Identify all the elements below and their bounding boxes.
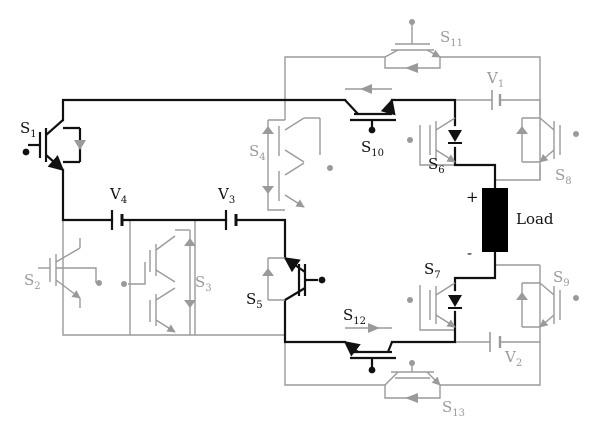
gate-dot-s6 (407, 137, 413, 143)
switch-s12 (343, 341, 396, 368)
gate-dot-s9 (573, 295, 579, 301)
source-v4 (110, 210, 124, 230)
switch-s13 (384, 365, 441, 386)
switch-s4 (278, 117, 321, 208)
switch-s8 (521, 117, 561, 163)
label-v3: V3 (217, 185, 235, 206)
diode-s11-icon (405, 63, 418, 73)
diode-s7-icon (448, 295, 462, 307)
switch-s11 (384, 25, 441, 58)
s2-gate-wire (56, 267, 97, 283)
gate-dot-s12 (368, 366, 376, 374)
label-s4: S4 (249, 142, 266, 163)
gate-dot-s2 (96, 280, 102, 286)
label-s12: S12 (343, 306, 366, 327)
switch-s1 (28, 119, 82, 172)
source-v2 (489, 332, 502, 352)
switch-s10 (344, 98, 396, 130)
label-s5: S5 (246, 290, 263, 311)
load-label: Load (516, 210, 554, 228)
switch-s6 (429, 117, 456, 163)
label-s13: S13 (442, 398, 465, 419)
switch-s9 (521, 282, 561, 328)
gate-dot-s7 (407, 297, 413, 303)
label-s7: S7 (424, 260, 441, 281)
label-s1: S1 (20, 119, 37, 140)
gate-dot-s10 (368, 126, 376, 134)
gate-dot-s1 (22, 148, 30, 156)
diode-s5-icon (262, 268, 274, 276)
label-s3: S3 (195, 273, 212, 294)
diode-s8-icon (516, 126, 528, 134)
label-s9: S9 (553, 268, 570, 289)
diode-s4a-icon (262, 126, 274, 134)
gate-dot-s11 (409, 19, 415, 25)
diode-s3a-icon (184, 238, 196, 246)
gate-dot-s5 (318, 276, 326, 284)
inactive-wiring (62, 56, 541, 399)
label-s2: S2 (24, 271, 41, 292)
diode-s4b-icon (262, 186, 274, 194)
label-s10: S10 (361, 138, 384, 159)
gate-dot-s4 (327, 165, 333, 171)
switch-s5 (283, 257, 318, 301)
diode-s6-icon (448, 130, 462, 142)
switch-s5-diode (267, 257, 285, 301)
switch-s2 (38, 238, 81, 308)
gate-dot-s8 (573, 131, 579, 137)
label-v4: V4 (109, 185, 127, 206)
label-v1: V1 (486, 69, 504, 90)
diode-s3b-icon (184, 300, 196, 308)
load-minus-sign: - (467, 244, 472, 262)
diode-s1-icon (74, 140, 86, 150)
s3-gate-wire (128, 262, 146, 285)
diode-s9-icon (516, 292, 528, 300)
switch-s7 (429, 282, 456, 328)
diode-s12-icon (368, 323, 380, 333)
source-v3 (224, 210, 238, 230)
switch-s3 (149, 229, 191, 335)
label-s11: S11 (440, 28, 463, 49)
label-s8: S8 (555, 166, 572, 187)
label-s6: S6 (428, 155, 445, 176)
gate-dot-s13 (409, 360, 415, 366)
diode-s13-icon (405, 393, 418, 403)
label-v2: V2 (504, 348, 522, 369)
source-v1 (491, 90, 502, 110)
load-plus-sign: + (466, 188, 479, 206)
load (482, 188, 508, 252)
gate-dot-s3 (121, 281, 127, 287)
